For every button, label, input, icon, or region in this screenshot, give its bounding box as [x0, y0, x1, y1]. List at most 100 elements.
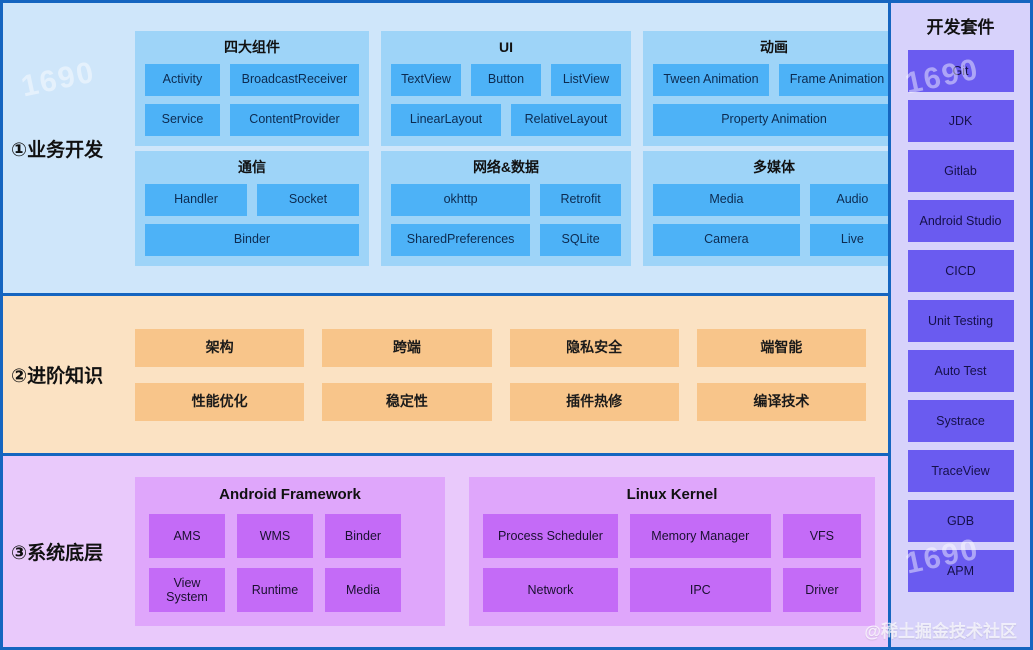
sidebar-item-unit-testing[interactable]: Unit Testing [907, 300, 1014, 342]
sidebar-item-jdk[interactable]: JDK [907, 100, 1014, 142]
chip-performance-optimization[interactable]: 性能优化 [135, 382, 305, 421]
layer-label-2: ②进阶知识 [11, 366, 104, 387]
card-title: 四大组件 [224, 38, 280, 55]
chip-row: Activity BroadcastReceiver [145, 63, 359, 96]
layer1-row-2: 通信 Handler Socket Binder 网络&数据 ok [127, 150, 888, 274]
layer-body-1: 四大组件 Activity BroadcastReceiver Service … [127, 3, 888, 293]
chip-contentprovider[interactable]: ContentProvider [229, 103, 359, 136]
cell-driver[interactable]: Driver [782, 568, 861, 612]
chip-button[interactable]: Button [471, 63, 541, 96]
chip-architecture[interactable]: 架构 [135, 328, 305, 367]
cell-binder[interactable]: Binder [325, 514, 401, 558]
sidebar-item-systrace[interactable]: Systrace [907, 400, 1014, 442]
chip-binder[interactable]: Binder [145, 223, 359, 256]
chip-row: Handler Socket [145, 183, 359, 216]
card-title: Android Framework [219, 486, 361, 503]
card-title: Linux Kernel [626, 486, 718, 503]
cell-row: Process Scheduler Memory Manager VFS [483, 514, 861, 558]
cell-ams[interactable]: AMS [149, 514, 225, 558]
chip-row: Tween Animation Frame Animation [653, 63, 888, 96]
card-title: 网络&数据 [472, 158, 540, 175]
chip-broadcastreceiver[interactable]: BroadcastReceiver [229, 63, 359, 96]
cell-media[interactable]: Media [325, 568, 401, 612]
card-title: 多媒体 [753, 158, 795, 175]
chip-okhttp[interactable]: okhttp [391, 183, 531, 216]
sidebar-dev-toolkit: 开发套件 Git JDK Gitlab Android Studio CICD … [891, 0, 1033, 650]
chip-stability[interactable]: 稳定性 [322, 382, 492, 421]
chip-row: TextView Button ListView [391, 63, 621, 96]
chip-sqlite[interactable]: SQLite [540, 223, 621, 256]
layer-label-3: ③系统底层 [11, 543, 104, 564]
cell-row: View System Runtime Media [149, 568, 431, 612]
chip-activity[interactable]: Activity [145, 63, 220, 96]
cell-memory-manager[interactable]: Memory Manager [629, 514, 771, 558]
sidebar-item-gitlab[interactable]: Gitlab [907, 150, 1014, 192]
chip-frame-animation[interactable]: Frame Animation [779, 63, 888, 96]
card-four-components: 四大组件 Activity BroadcastReceiver Service … [135, 30, 369, 146]
chip-listview[interactable]: ListView [551, 63, 621, 96]
card-network-data: 网络&数据 okhttp Retrofit SharedPreferences … [381, 150, 631, 266]
chip-audio[interactable]: Audio [809, 183, 888, 216]
layer-system-bottom: ③系统底层 Android Framework AMS WMS Binder V… [0, 456, 891, 650]
sidebar-item-gdb[interactable]: GDB [907, 500, 1014, 542]
sidebar-item-traceview[interactable]: TraceView [907, 450, 1014, 492]
layer-label-1: ①业务开发 [11, 139, 104, 161]
cell-vfs[interactable]: VFS [782, 514, 861, 558]
cell-process-scheduler[interactable]: Process Scheduler [483, 514, 618, 558]
sidebar-item-auto-test[interactable]: Auto Test [907, 350, 1014, 392]
chip-row: Binder [145, 223, 359, 256]
chip-on-device-ai[interactable]: 端智能 [696, 328, 866, 367]
chip-row: Property Animation [653, 103, 888, 136]
sidebar-item-cicd[interactable]: CICD [907, 250, 1014, 292]
chip-textview[interactable]: TextView [391, 63, 461, 96]
chip-privacy-security[interactable]: 隐私安全 [509, 328, 679, 367]
chip-socket[interactable]: Socket [257, 183, 359, 216]
chip-retrofit[interactable]: Retrofit [540, 183, 621, 216]
sidebar-item-android-studio[interactable]: Android Studio [907, 200, 1014, 242]
chip-sharedpreferences[interactable]: SharedPreferences [391, 223, 531, 256]
chip-media[interactable]: Media [653, 183, 800, 216]
chip-row: LinearLayout RelativeLayout [391, 103, 621, 136]
watermark-tile: 1690 [18, 55, 99, 104]
card-communication: 通信 Handler Socket Binder [135, 150, 369, 266]
chip-row: Service ContentProvider [145, 103, 359, 136]
sidebar-item-git[interactable]: Git [907, 50, 1014, 92]
cell-view-system[interactable]: View System [149, 568, 225, 612]
sidebar-item-apm[interactable]: APM [907, 550, 1014, 592]
chip-service[interactable]: Service [145, 103, 220, 136]
cell-runtime[interactable]: Runtime [237, 568, 313, 612]
layer1-row-1: 四大组件 Activity BroadcastReceiver Service … [127, 23, 888, 151]
layer-body-2: 架构 跨端 隐私安全 端智能 性能优化 稳定性 插件热修 编译技术 [127, 296, 888, 453]
card-linux-kernel: Linux Kernel Process Scheduler Memory Ma… [469, 477, 875, 626]
layer-business-development: ①业务开发 四大组件 Activity BroadcastReceiver Se… [0, 0, 891, 296]
chip-camera[interactable]: Camera [653, 223, 800, 256]
system-cards: Android Framework AMS WMS Binder View Sy… [127, 456, 888, 647]
chip-cross-platform[interactable]: 跨端 [322, 328, 492, 367]
cell-wms[interactable]: WMS [237, 514, 313, 558]
card-title: UI [499, 38, 513, 55]
card-title: 动画 [760, 38, 788, 55]
advanced-row-1: 架构 跨端 隐私安全 端智能 [135, 328, 866, 367]
card-ui: UI TextView Button ListView LinearLayout… [381, 30, 631, 146]
chip-relativelayout[interactable]: RelativeLayout [511, 103, 621, 136]
chip-row: Camera Live [653, 223, 888, 256]
card-title: 通信 [238, 158, 266, 175]
chip-plugin-hotfix[interactable]: 插件热修 [509, 382, 679, 421]
chip-linearlayout[interactable]: LinearLayout [391, 103, 501, 136]
layer-body-3: Android Framework AMS WMS Binder View Sy… [127, 456, 888, 647]
advanced-row-2: 性能优化 稳定性 插件热修 编译技术 [135, 382, 866, 421]
chip-tween-animation[interactable]: Tween Animation [653, 63, 769, 96]
chip-row: Media Audio [653, 183, 888, 216]
chip-handler[interactable]: Handler [145, 183, 247, 216]
cell-network[interactable]: Network [483, 568, 618, 612]
cell-ipc[interactable]: IPC [629, 568, 771, 612]
chip-live[interactable]: Live [809, 223, 888, 256]
card-android-framework: Android Framework AMS WMS Binder View Sy… [135, 477, 445, 626]
layer-advanced-knowledge: ②进阶知识 架构 跨端 隐私安全 端智能 性能优化 稳定性 插件热修 编译技术 [0, 296, 891, 456]
chip-property-animation[interactable]: Property Animation [653, 103, 888, 136]
sidebar-title: 开发套件 [926, 18, 995, 37]
chip-row: SharedPreferences SQLite [391, 223, 621, 256]
cell-row: AMS WMS Binder [149, 514, 431, 558]
chip-compilation-tech[interactable]: 编译技术 [696, 382, 866, 421]
